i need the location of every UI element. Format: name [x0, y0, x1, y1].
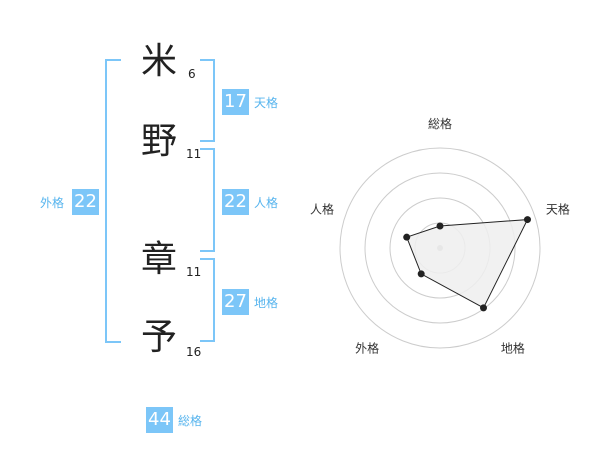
- stroke-count-2: 11: [186, 147, 202, 161]
- radar-point-4: [417, 270, 425, 278]
- radar-data-area: [406, 219, 529, 309]
- stroke-count-3: 11: [186, 265, 202, 279]
- radar-axis-label-2: 天格: [546, 202, 570, 217]
- tenkaku-bracket: [200, 59, 215, 142]
- name-char-1: 米: [141, 41, 178, 82]
- name-char-4: 予: [141, 317, 178, 358]
- radar-grid: [339, 147, 541, 349]
- radar-axis-label-4: 外格: [355, 340, 379, 355]
- radar-point-3: [479, 304, 487, 312]
- stroke-count-1: 6: [188, 67, 196, 81]
- radar-point-2: [523, 216, 531, 224]
- radar-points: [403, 216, 531, 312]
- radar-ring: [339, 147, 541, 349]
- soukaku-label: 総格: [178, 414, 203, 428]
- jinkaku-value: 22: [222, 189, 249, 215]
- gaikaku-label: 外格: [40, 196, 65, 210]
- chikaku-bracket: [200, 258, 215, 342]
- radar-point-1: [436, 222, 444, 230]
- tenkaku-value: 17: [222, 89, 249, 115]
- stroke-count-4: 16: [186, 345, 202, 359]
- chikaku-value: 27: [222, 289, 249, 315]
- chikaku-label: 地格: [254, 296, 279, 310]
- gaikaku-value: 22: [72, 189, 99, 215]
- radar-axis-label-3: 地格: [501, 340, 525, 355]
- jinkaku-label: 人格: [254, 196, 279, 210]
- name-char-3: 章: [141, 239, 178, 280]
- jinkaku-bracket: [200, 148, 215, 252]
- soukaku-value: 44: [146, 407, 173, 433]
- radar-ring: [364, 172, 516, 324]
- radar-axis-label-5: 人格: [310, 202, 334, 217]
- name-char-2: 野: [141, 121, 178, 162]
- radar-point-5: [403, 233, 411, 241]
- radar-axis-label-1: 総格: [428, 116, 452, 131]
- gaikaku-bracket: [105, 59, 121, 343]
- tenkaku-label: 天格: [254, 96, 279, 110]
